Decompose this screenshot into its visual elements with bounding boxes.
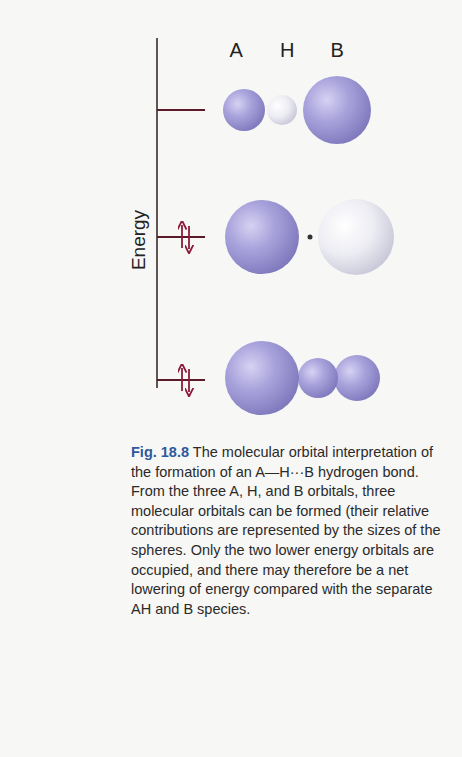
energy-level — [157, 109, 205, 111]
figure-caption: Fig. 18.8 The molecular orbital interpre… — [131, 443, 443, 619]
atom-label: A — [230, 39, 243, 62]
energy-axis — [156, 38, 158, 388]
energy-level — [157, 236, 205, 238]
electron-pair — [182, 225, 189, 392]
figure-number: Fig. 18.8 — [131, 444, 189, 460]
bonding-orbital — [225, 341, 380, 415]
caption-text: The molecular orbital interpretation of … — [131, 444, 441, 617]
nonbonding-orbital — [225, 199, 394, 275]
atom-label: B — [331, 39, 344, 62]
energy-level — [157, 379, 205, 381]
antibonding-orbital — [223, 76, 371, 144]
atom-label: H — [280, 39, 294, 62]
space — [189, 444, 193, 460]
axis-label: Energy — [128, 210, 150, 270]
